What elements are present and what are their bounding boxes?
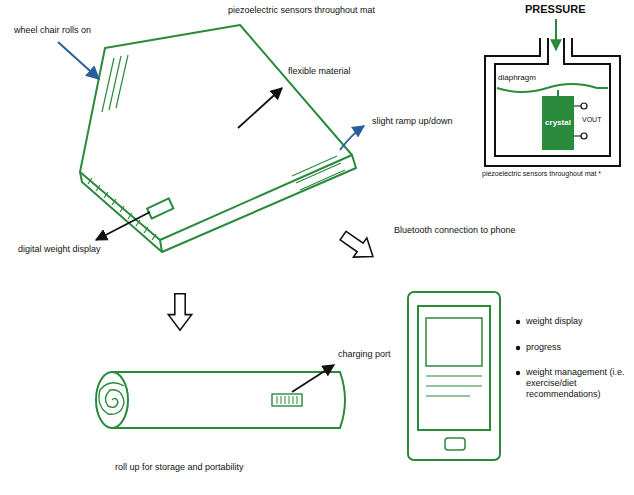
terminal bbox=[581, 133, 587, 139]
mat-top bbox=[80, 25, 352, 240]
roll-end bbox=[96, 372, 128, 428]
mat-lines bbox=[292, 156, 345, 190]
callout: charging port bbox=[338, 349, 391, 360]
wire bbox=[573, 106, 581, 136]
pressure-arrow bbox=[555, 19, 557, 50]
mat-lines bbox=[102, 55, 128, 112]
leader-arrow bbox=[292, 365, 334, 392]
callout: digital weight display bbox=[18, 244, 101, 255]
phone-screen bbox=[418, 306, 490, 430]
callout: slight ramp up/down bbox=[372, 116, 453, 127]
phone bbox=[408, 292, 500, 460]
part-name: diaphragm bbox=[498, 73, 536, 83]
sensor-housing: diaphragm crystal bbox=[484, 54, 622, 167]
callout: flexible material bbox=[288, 66, 351, 77]
signal-label: PRESSURE bbox=[525, 3, 586, 16]
pin-label: VOUT bbox=[582, 116, 601, 124]
crystal-block: crystal bbox=[542, 96, 574, 150]
mat bbox=[80, 25, 356, 252]
callout: Bluetooth connection to phone bbox=[394, 225, 516, 236]
bullet bbox=[516, 371, 520, 375]
port-pins bbox=[277, 396, 297, 404]
bullet bbox=[516, 346, 520, 350]
mat-edge bbox=[80, 155, 356, 252]
sensor-housing-outline bbox=[485, 38, 620, 166]
leader-arrow bbox=[96, 212, 150, 240]
housing-outer bbox=[485, 38, 620, 166]
diaphragm-membrane bbox=[497, 84, 608, 92]
callout: wheel chair rolls on bbox=[14, 25, 91, 36]
leader-arrow bbox=[58, 42, 99, 79]
charging-port bbox=[272, 394, 302, 406]
leader-arrow bbox=[340, 126, 364, 150]
caption-note: piezoelectric sensors throughout mat * bbox=[482, 170, 601, 178]
title: piezoelectric sensors throughout mat bbox=[228, 5, 375, 16]
terminal bbox=[581, 103, 587, 109]
screen-lines bbox=[426, 376, 482, 396]
rolled-mat bbox=[96, 372, 345, 428]
mat-edge bbox=[160, 240, 162, 252]
weight-display bbox=[147, 198, 173, 218]
flow-arrow bbox=[168, 294, 191, 330]
screen-panel bbox=[426, 318, 482, 366]
flow-arrow bbox=[336, 226, 379, 266]
roll-spiral bbox=[99, 383, 124, 414]
phone-body bbox=[408, 292, 500, 460]
feature-item: weight management (i.e. exercise/diet re… bbox=[526, 367, 630, 399]
leader-arrow bbox=[238, 88, 282, 128]
mat-hatching bbox=[88, 178, 156, 240]
callout: roll up for storage and portability bbox=[115, 462, 244, 473]
home-button bbox=[445, 438, 465, 450]
bullet bbox=[516, 320, 520, 324]
housing-inner bbox=[495, 38, 610, 156]
feature-item: progress bbox=[526, 342, 561, 353]
part-name: crystal bbox=[545, 118, 571, 128]
feature-item: weight display bbox=[526, 316, 583, 327]
